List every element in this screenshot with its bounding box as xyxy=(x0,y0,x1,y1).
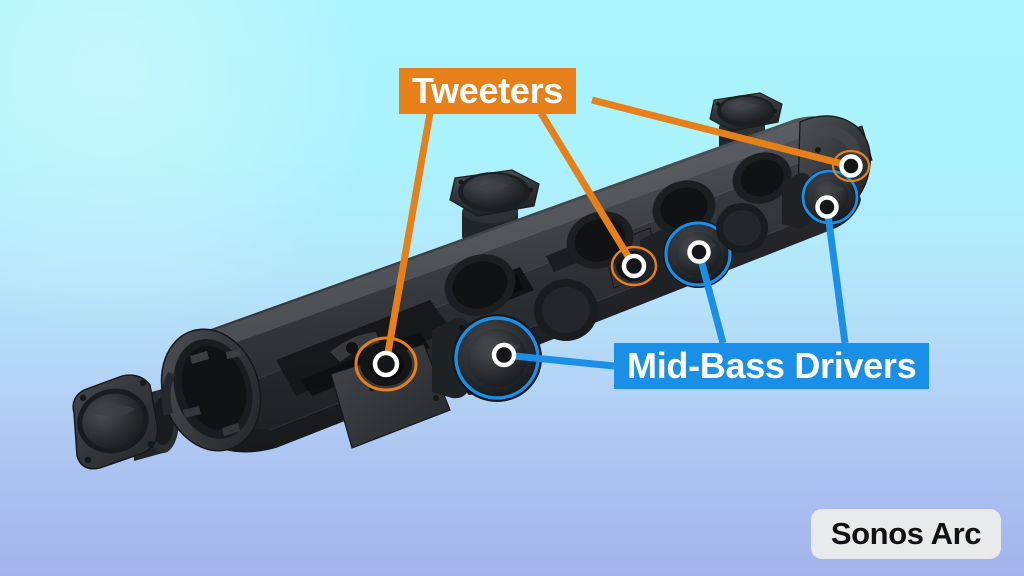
soundbar-left-endcap xyxy=(160,328,262,452)
midbass-marker-3 xyxy=(815,195,839,219)
tweeter-leader-2 xyxy=(538,111,637,268)
tweeter-marker-3 xyxy=(839,154,863,178)
tweeter-highlight-ring-center xyxy=(610,245,658,287)
tweeter-highlight-ring-right xyxy=(831,149,871,183)
callout-label-tweeters: Tweeters xyxy=(399,68,577,114)
tweeter-leader-1 xyxy=(382,112,434,365)
midbass-leader-3 xyxy=(823,206,849,344)
midbass-leader-1 xyxy=(503,351,615,370)
soundbar-body xyxy=(160,115,873,453)
midbass-marker-2 xyxy=(687,240,711,264)
callout-label-mid-bass-drivers: Mid-Bass Drivers xyxy=(614,343,930,389)
tweeter-marker-1 xyxy=(372,350,400,378)
midbass-marker-1 xyxy=(491,342,517,368)
background-drivers xyxy=(534,203,768,341)
midbass-markers xyxy=(491,195,839,368)
tweeter-highlight-ring-left xyxy=(354,336,418,392)
tweeter-leader-lines xyxy=(382,96,852,365)
tweeter-marker-2 xyxy=(621,253,647,279)
tweeter-leader-3 xyxy=(591,96,852,170)
midbass-leader-lines xyxy=(503,206,849,370)
midbass-leader-2 xyxy=(695,251,727,344)
product-watermark: Sonos Arc xyxy=(811,509,1001,559)
tweeter-markers xyxy=(372,154,863,378)
